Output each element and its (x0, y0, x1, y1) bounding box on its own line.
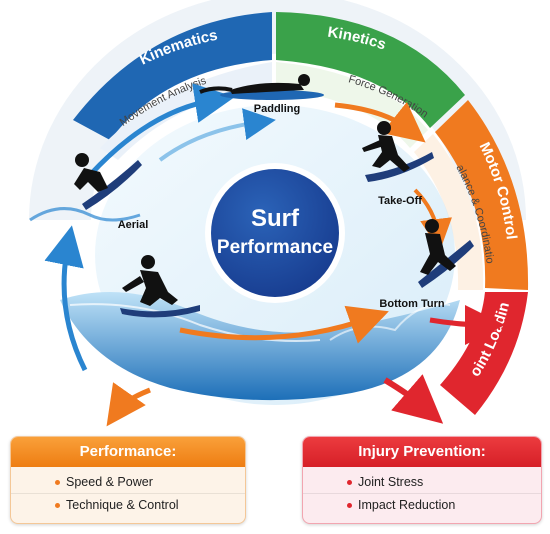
aerial-splash (29, 207, 141, 222)
arrow-wave-to-aerial (44, 225, 88, 372)
arrow-to-joint-loading (429, 304, 505, 345)
performance-box: Performance: Speed & Power Technique & C… (10, 436, 246, 524)
arrow-inner-top (158, 108, 276, 162)
arrow-to-performance (106, 382, 151, 427)
bullet-icon (347, 503, 352, 508)
bullet-icon (55, 503, 60, 508)
bullet-icon (347, 480, 352, 485)
aerial-surfer-icon (74, 153, 142, 210)
paddling-label: Paddling (254, 103, 300, 115)
injury-list: Joint Stress Impact Reduction (303, 467, 541, 516)
bottom-turn-surfer-icon (418, 219, 474, 288)
kinetics-band (276, 12, 465, 128)
performance-item-label: Speed & Power (66, 475, 153, 489)
bottom-turn-label: Bottom Turn (379, 298, 444, 310)
performance-list: Speed & Power Technique & Control (11, 467, 245, 516)
kinematics-band (73, 12, 272, 140)
injury-item-label: Impact Reduction (358, 498, 456, 512)
wave-surfer-icon (120, 255, 200, 318)
injury-item: Joint Stress (303, 471, 541, 493)
arrow-takeoff-to-bottomturn (413, 188, 452, 251)
takeoff-label: Take-Off (378, 195, 422, 207)
injury-prevention-box: Injury Prevention: Joint Stress Impact R… (302, 436, 542, 524)
bullet-icon (55, 480, 60, 485)
joint-loading-band (440, 292, 528, 415)
performance-item-label: Technique & Control (66, 498, 179, 512)
arrow-paddling-to-takeoff (334, 101, 426, 143)
performance-title: Performance: (11, 437, 245, 467)
injury-item: Impact Reduction (303, 493, 541, 516)
center-title-line1: Surf (251, 205, 300, 232)
arrow-wave-to-bottomturn (179, 305, 389, 344)
arrow-aerial-to-paddling (88, 83, 235, 177)
aerial-label: Aerial (118, 219, 149, 231)
wave-graphic (60, 292, 460, 401)
injury-prevention-title: Injury Prevention: (303, 437, 541, 467)
takeoff-surfer-icon (362, 121, 434, 182)
paddling-surfer-icon (199, 74, 324, 100)
injury-item-label: Joint Stress (358, 475, 424, 489)
arrow-to-injury-prevention (383, 374, 444, 424)
center-title-line2: Performance (217, 237, 333, 258)
motor-control-band (435, 100, 529, 290)
wave-foam (69, 303, 321, 342)
performance-item: Technique & Control (11, 493, 245, 516)
performance-item: Speed & Power (11, 471, 245, 493)
center-circle (211, 169, 339, 297)
